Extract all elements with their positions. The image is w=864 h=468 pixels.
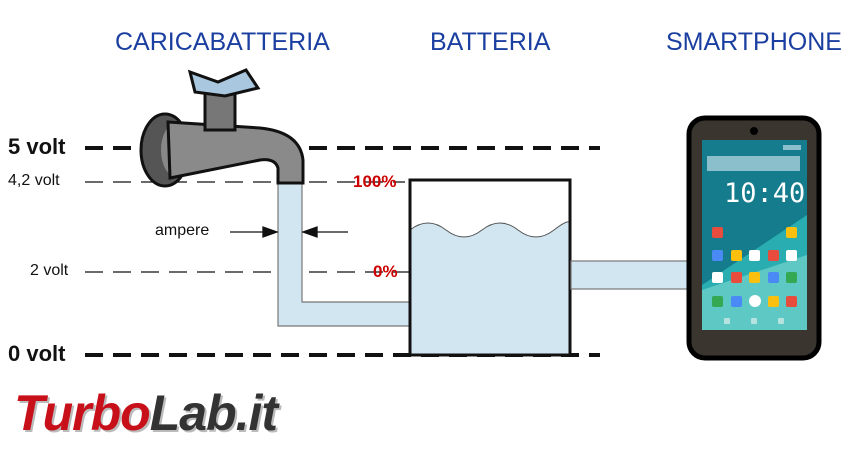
label-5-volt: 5 volt [8,134,66,159]
header-charger: CARICABATTERIA [115,28,330,56]
header-smartphone: SMARTPHONE [666,28,842,56]
battery-water [409,221,571,356]
logo-part-1: Turbo [14,385,151,441]
phone-pipe [570,260,693,290]
smartphone-icon [686,115,822,361]
label-2-volt: 2 volt [30,262,69,279]
turbolab-logo: TurboLab.it [14,384,278,442]
battery-empty-label: 0% [373,262,398,281]
logo-part-2: Lab.it [149,385,278,441]
battery-tank [408,178,572,357]
battery-full-label: 100% [353,172,397,191]
ampere-label: ampere [155,222,210,239]
phone-clock: 10:40 [724,178,806,209]
faucet-icon [139,68,305,188]
label-0-volt: 0 volt [8,341,66,366]
header-battery: BATTERIA [430,28,551,56]
current-arrows [230,226,348,238]
charger-pipe [277,179,413,327]
label-4-2-volt: 4,2 volt [8,172,60,189]
